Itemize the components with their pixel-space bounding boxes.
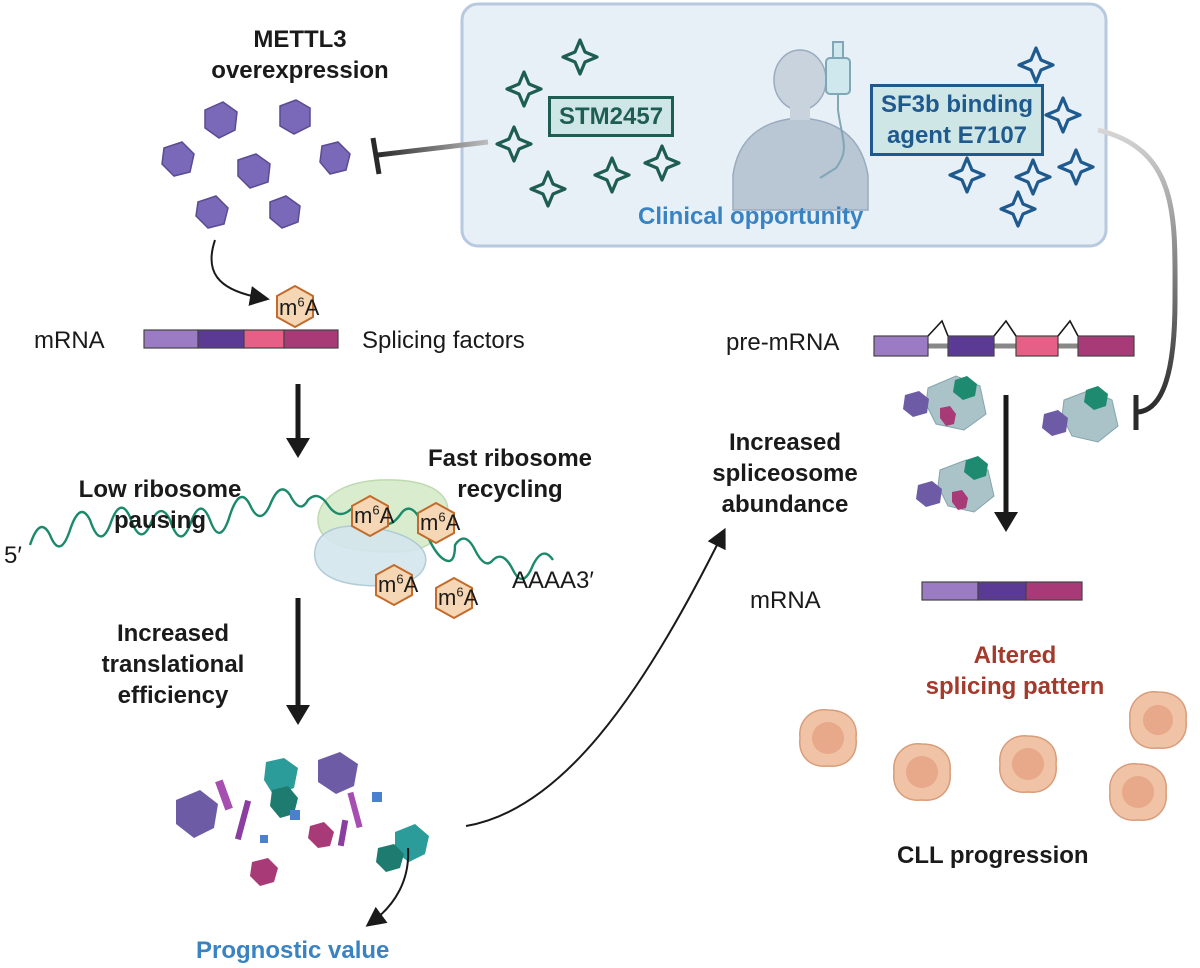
mrna-left-transcript [143, 329, 339, 349]
m6a-sup: 6 [456, 584, 464, 600]
mettl3-label: METTL3 overexpression [200, 24, 400, 86]
increased-translational-line3: efficiency [117, 682, 229, 710]
ribosome-m6a-marks [351, 494, 473, 620]
mrna-right-transcript [921, 581, 1083, 601]
increased-spliceosome-line2: spliceosome [712, 460, 858, 488]
pre-mrna-label: pre-mRNA [726, 329, 840, 356]
fast-ribosome-line2: recycling [457, 476, 563, 504]
m6a-base: m [378, 572, 397, 597]
prognostic-arrow [365, 847, 410, 927]
iv-bag-icon [819, 41, 851, 179]
increased-translational-label: Increased translational efficiency [78, 618, 268, 712]
m6a-tail: A [445, 510, 461, 535]
altered-splicing-label: Altered splicing pattern [900, 640, 1130, 702]
m6a-sup: 6 [396, 571, 404, 587]
m6a-label-5: m6A [438, 584, 478, 613]
increased-translational-line1: Increased [116, 620, 230, 647]
pre-mrna-transcript [873, 319, 1135, 357]
cll-progression-label: CLL progression [897, 842, 1089, 869]
sf3b-box: SF3b binding agent E7107 [870, 84, 1044, 157]
m6a-base: m [420, 510, 439, 535]
m6a-hexagon [276, 284, 314, 329]
patient-figure [732, 49, 869, 211]
stm2457-inhibition-bar [370, 137, 382, 175]
poly-a-label: AAAA3′ [512, 567, 594, 594]
spliceosome-abundance-arrow [465, 527, 726, 827]
mettl3-line2: overexpression [211, 57, 389, 85]
mettl3-to-m6a-arrow [210, 239, 270, 306]
splicing-proteins-cluster [176, 752, 429, 886]
mettl3-line1: METTL3 [253, 26, 347, 53]
increased-translational-line2: translational [101, 651, 245, 679]
m6a-base: m [438, 585, 457, 610]
m6a-sup: 6 [372, 502, 380, 518]
increased-spliceosome-line1: Increased [728, 429, 842, 456]
m6a-tail: A [403, 572, 419, 597]
e7107-inhibition-line [1097, 127, 1178, 415]
splicing-factors-label: Splicing factors [362, 327, 525, 354]
prognostic-value-label: Prognostic value [196, 937, 390, 964]
m6a-sup: 6 [438, 509, 446, 525]
m6a-tail: A [304, 295, 320, 320]
m6a-label-3: m6A [420, 509, 460, 538]
five-prime-label: 5′ [4, 542, 22, 569]
m6a-base: m [354, 503, 373, 528]
increased-spliceosome-label: Increased spliceosome abundance [690, 427, 880, 521]
stm2457-molecules [495, 38, 681, 208]
spliceosome-complexes [903, 375, 1119, 513]
clinical-opportunity-label: Clinical opportunity [638, 203, 864, 230]
stm2457-inhibition-line [377, 139, 489, 158]
sf3b-line1: SF3b binding [881, 91, 1033, 118]
fast-ribosome-line1: Fast ribosome [427, 445, 593, 472]
low-ribosome-line2: pausing [113, 507, 206, 535]
mrna-right-label: mRNA [750, 587, 821, 614]
m6a-base: m [279, 295, 298, 320]
m6a-tail: A [379, 503, 395, 528]
mettl3-proteins [161, 99, 351, 229]
low-ribosome-label: Low ribosome pausing [60, 474, 260, 536]
sf3b-line2: agent E7107 [886, 122, 1028, 150]
cll-cells [799, 691, 1187, 821]
altered-line2: splicing pattern [925, 673, 1105, 701]
m6a-sup: 6 [297, 294, 305, 310]
m6a-label: m6A [279, 294, 319, 323]
mrna-left-label: mRNA [34, 327, 105, 354]
low-ribosome-line1: Low ribosome [78, 476, 242, 503]
e7107-molecules [948, 46, 1095, 228]
mrna-strand [28, 488, 554, 580]
increased-spliceosome-line3: abundance [721, 491, 849, 519]
m6a-tail: A [463, 585, 479, 610]
altered-line1: Altered [973, 642, 1057, 669]
fast-ribosome-label: Fast ribosome recycling [410, 443, 610, 505]
m6a-label-4: m6A [378, 571, 418, 600]
m6a-label-2: m6A [354, 502, 394, 531]
stm2457-label: STM2457 [559, 103, 664, 130]
stm2457-box: STM2457 [548, 96, 675, 138]
